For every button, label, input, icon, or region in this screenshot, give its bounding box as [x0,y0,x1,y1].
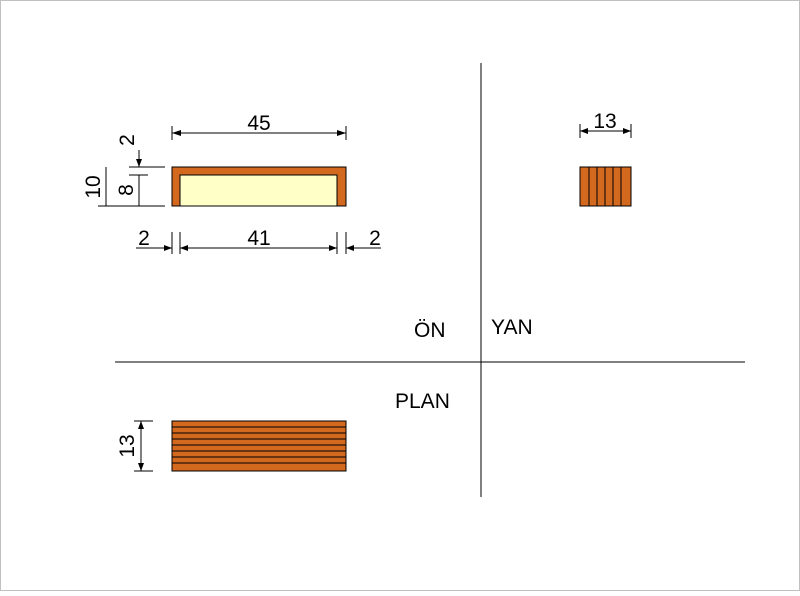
dimension-label-inner-height: 8 [115,184,138,196]
dimension-side-width: 13 [579,110,632,138]
dimension-plan-depth [134,420,153,472]
dimension-front-width: 45 [171,112,347,140]
dimension-label-inner-width: 41 [247,227,270,250]
plan-view [171,420,347,472]
front-view-inner-panel [179,174,338,207]
view-label-plan: PLAN [395,390,450,413]
dimension-label-plan-depth: 13 [116,434,139,457]
dimension-label-front-width: 45 [247,112,270,135]
dimension-front-heights [98,150,165,207]
dimension-front-bottom [136,232,381,254]
dimension-label-left-wall: 2 [138,227,150,250]
view-label-front: ÖN [414,319,446,342]
front-view [171,166,347,207]
dimension-label-side-width: 13 [593,110,616,133]
dimension-label-total-height: 10 [82,175,105,198]
dimension-label-top-thickness: 2 [116,134,139,146]
view-label-side: YAN [491,316,533,339]
dimension-label-right-wall: 2 [369,227,381,250]
side-view [579,166,632,207]
